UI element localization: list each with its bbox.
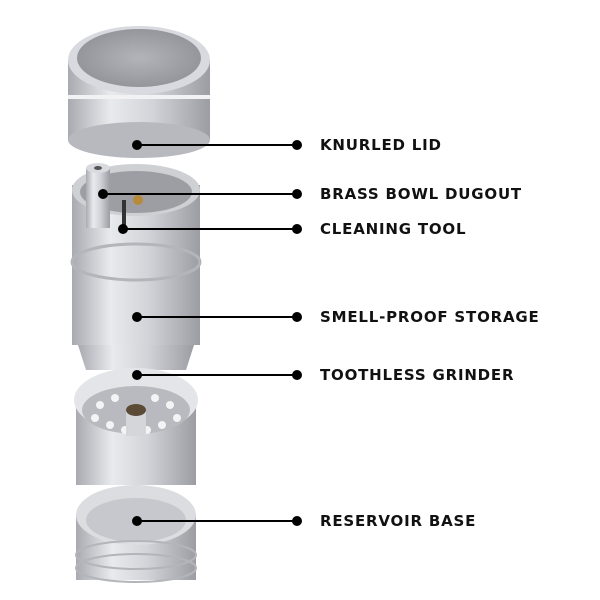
- pointer-dot-icon: [292, 370, 302, 380]
- pointer-dot-icon: [292, 140, 302, 150]
- reservoir-base-graphic: [75, 485, 197, 583]
- leader-line: [137, 316, 297, 318]
- callout-label: CLEANING TOOL: [320, 220, 467, 238]
- callout-label: TOOTHLESS GRINDER: [320, 366, 515, 384]
- pointer-dot-icon: [292, 516, 302, 526]
- callout-knurled-lid: KNURLED LID: [0, 135, 600, 155]
- callout-cleaning-tool: CLEANING TOOL: [0, 219, 600, 239]
- storage-chamber-graphic: [70, 242, 202, 370]
- callout-label: SMELL-PROOF STORAGE: [320, 308, 540, 326]
- pointer-dot-icon: [292, 189, 302, 199]
- leader-line: [123, 228, 297, 230]
- grinder-plate-graphic: [74, 368, 198, 485]
- callout-toothless-grinder: TOOTHLESS GRINDER: [0, 365, 600, 385]
- callout-label: KNURLED LID: [320, 136, 442, 154]
- callout-brass-bowl-dugout: BRASS BOWL DUGOUT: [0, 184, 600, 204]
- pointer-dot-icon: [292, 224, 302, 234]
- callout-label: BRASS BOWL DUGOUT: [320, 185, 522, 203]
- leader-line: [137, 144, 297, 146]
- callout-label: RESERVOIR BASE: [320, 512, 477, 530]
- callout-smell-proof-storage: SMELL-PROOF STORAGE: [0, 307, 600, 327]
- leader-line: [137, 520, 297, 522]
- leader-line: [103, 193, 297, 195]
- callout-reservoir-base: RESERVOIR BASE: [0, 511, 600, 531]
- leader-line: [137, 374, 297, 376]
- pointer-dot-icon: [292, 312, 302, 322]
